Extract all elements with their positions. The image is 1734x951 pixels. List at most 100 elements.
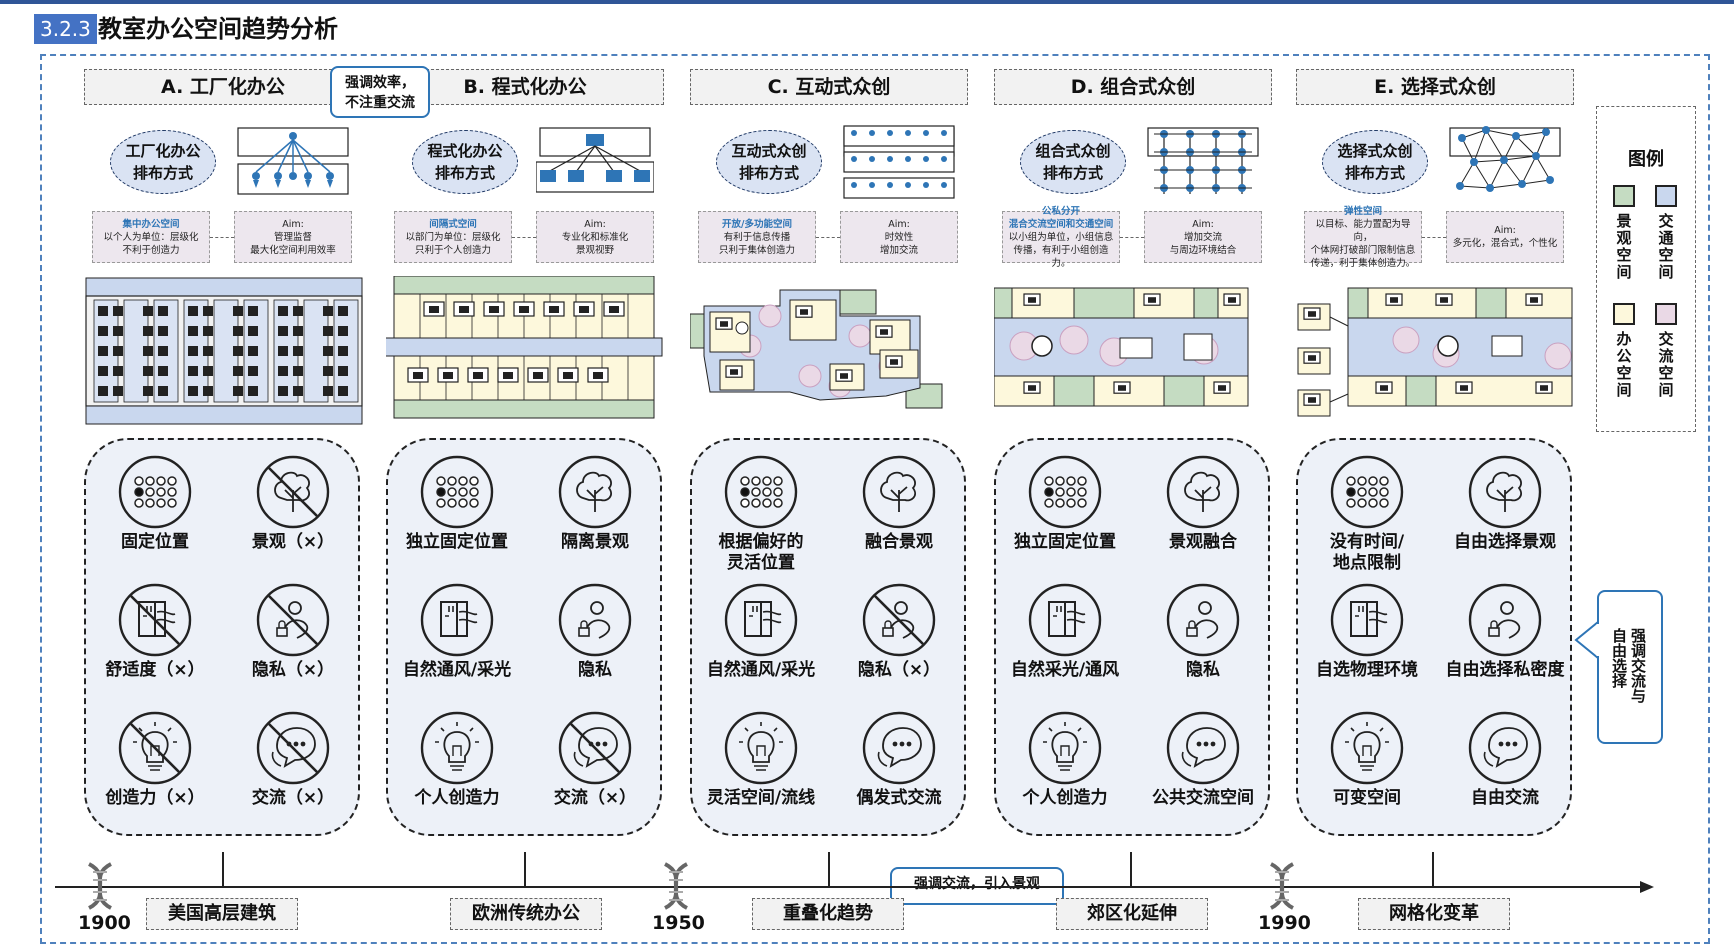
window-icon xyxy=(420,583,494,657)
note-left: 集中办公空间以个人为单位：层级化 不利于创造力 xyxy=(92,211,210,263)
note-right: Aim:多元化，混合式，个性化 xyxy=(1446,211,1564,263)
feature-item: 自由交流 xyxy=(1436,710,1574,809)
note-right-text: 管理监督 最大化空间利用效率 xyxy=(250,231,336,256)
features-panel: 根据偏好的 灵活位置融合景观自然通风/采光隐私（×）灵活空间/流线偶发式交流 xyxy=(690,438,966,836)
feature-label: 固定位置 xyxy=(121,532,189,552)
floor-plan xyxy=(690,289,943,409)
window-crossed-icon xyxy=(118,583,192,657)
column-header: D. 组合式众创 xyxy=(994,69,1272,105)
note-connector xyxy=(816,237,840,238)
timeline-era: 欧洲传统办公 xyxy=(450,898,602,930)
column-b: B. 程式化办公程式化办公 排布方式间隔式空间以部门为单位：层级化 只利于个人创… xyxy=(386,66,666,836)
content-frame xyxy=(40,54,1710,944)
feature-label: 个人创造力 xyxy=(414,788,500,808)
legend-swatch xyxy=(1655,303,1677,325)
tree-icon xyxy=(1166,455,1240,529)
legend-label: 景观空间 xyxy=(1616,212,1632,281)
callout-freedom-pointer xyxy=(1574,620,1600,660)
feature-item: 隐私（×） xyxy=(224,582,362,681)
layout-oval: 程式化办公 排布方式 xyxy=(412,130,518,194)
privacy-crossed-icon xyxy=(256,583,330,657)
window-icon xyxy=(1330,583,1404,657)
top-rule xyxy=(0,0,1734,4)
feature-item: 没有时间/ 地点限制 xyxy=(1298,454,1436,574)
feature-item: 可变空间 xyxy=(1298,710,1436,809)
legend: 图例 景观空间 交通空间 办公空间 交流空间 xyxy=(1596,106,1696,432)
legend-landscape: 景观空间 xyxy=(1613,185,1635,281)
feature-item: 自然通风/采光 xyxy=(692,582,830,681)
feature-item: 隔离景观 xyxy=(526,454,664,553)
timeline-era: 美国高层建筑 xyxy=(146,898,298,930)
chat-crossed-icon xyxy=(558,711,632,785)
legend-swatch xyxy=(1613,303,1635,325)
feature-item: 独立固定位置 xyxy=(996,454,1134,553)
grid-dots-icon xyxy=(118,455,192,529)
tree-icon xyxy=(862,455,936,529)
feature-label: 自由交流 xyxy=(1471,788,1539,808)
note-right: Aim:时效性 增加交流 xyxy=(840,211,958,263)
feature-label: 公共交流空间 xyxy=(1152,788,1254,808)
grid-dots-icon xyxy=(1028,455,1102,529)
timeline-tick xyxy=(828,852,830,886)
note-right: Aim:增加交流 与周边环境结合 xyxy=(1144,211,1262,263)
feature-item: 自选物理环境 xyxy=(1298,582,1436,681)
feature-item: 灵活空间/流线 xyxy=(692,710,830,809)
feature-label: 根据偏好的 灵活位置 xyxy=(718,532,804,573)
note-left-text: 有利于信息传播 只利于集体创造力 xyxy=(718,231,795,256)
column-c: C. 互动式众创互动式众创 排布方式开放/多功能空间有利于信息传播 只利于集体创… xyxy=(690,66,970,836)
feature-label: 个人创造力 xyxy=(1022,788,1108,808)
chat-icon xyxy=(1468,711,1542,785)
note-right-text: 专业化和标准化 景观视野 xyxy=(561,231,629,256)
feature-label: 没有时间/ 地点限制 xyxy=(1329,532,1405,573)
note-connector xyxy=(512,237,536,238)
privacy-icon xyxy=(1166,583,1240,657)
feature-label: 自由选择景观 xyxy=(1454,532,1556,552)
legend-label: 交通空间 xyxy=(1658,212,1674,281)
legend-title: 图例 xyxy=(1628,149,1664,170)
feature-item: 交流（×） xyxy=(224,710,362,809)
feature-label: 隔离景观 xyxy=(561,532,629,552)
feature-label: 隐私（×） xyxy=(857,660,941,680)
timeline-tick xyxy=(524,852,526,886)
feature-label: 交流（×） xyxy=(251,788,335,808)
note-left: 开放/多功能空间有利于信息传播 只利于集体创造力 xyxy=(698,211,816,263)
column-d: D. 组合式众创组合式众创 排布方式公私分开 混合交流空间和交通空间以小组为单位… xyxy=(994,66,1274,836)
note-left: 公私分开 混合交流空间和交通空间以小组为单位，小组信息 传播，有利于小组创造力。 xyxy=(1002,206,1120,269)
section-number: 3.2.3 xyxy=(34,14,97,44)
callout-efficiency: 强调效率， 不注重交流 xyxy=(330,66,430,118)
feature-label: 隐私 xyxy=(578,660,612,680)
chat-icon xyxy=(1166,711,1240,785)
note-connector xyxy=(1422,237,1446,238)
feature-item: 景观（×） xyxy=(224,454,362,553)
dna-icon xyxy=(1269,862,1295,910)
privacy-crossed-icon xyxy=(862,583,936,657)
lightbulb-crossed-icon xyxy=(118,711,192,785)
note-right-aim: Aim: xyxy=(888,218,910,230)
feature-label: 隐私（×） xyxy=(251,660,335,680)
note-left-text: 以个人为单位：层级化 不利于创造力 xyxy=(103,231,199,256)
feature-label: 独立固定位置 xyxy=(406,532,508,552)
timeline-tick xyxy=(1130,852,1132,886)
org-chart xyxy=(1147,127,1259,194)
grid-dots-icon xyxy=(420,455,494,529)
column-header: C. 互动式众创 xyxy=(690,69,968,105)
callout-freedom-box xyxy=(1597,590,1663,744)
lightbulb-icon xyxy=(1330,711,1404,785)
feature-item: 公共交流空间 xyxy=(1134,710,1272,809)
feature-label: 独立固定位置 xyxy=(1014,532,1116,552)
legend-swatch xyxy=(1655,185,1677,207)
timeline-era: 郊区化延伸 xyxy=(1056,898,1208,930)
note-connector xyxy=(210,237,234,238)
lightbulb-icon xyxy=(1028,711,1102,785)
feature-label: 偶发式交流 xyxy=(856,788,942,808)
legend-communication: 交流空间 xyxy=(1655,303,1677,399)
note-connector xyxy=(1120,237,1144,238)
org-chart xyxy=(1449,126,1561,192)
feature-item: 固定位置 xyxy=(86,454,224,553)
note-left-highlight: 公私分开 混合交流空间和交通空间 xyxy=(1008,205,1114,230)
feature-item: 景观融合 xyxy=(1134,454,1272,553)
feature-item: 独立固定位置 xyxy=(388,454,526,553)
legend-label: 办公空间 xyxy=(1616,330,1632,399)
dna-icon xyxy=(87,862,113,910)
note-right: Aim:专业化和标准化 景观视野 xyxy=(536,211,654,263)
